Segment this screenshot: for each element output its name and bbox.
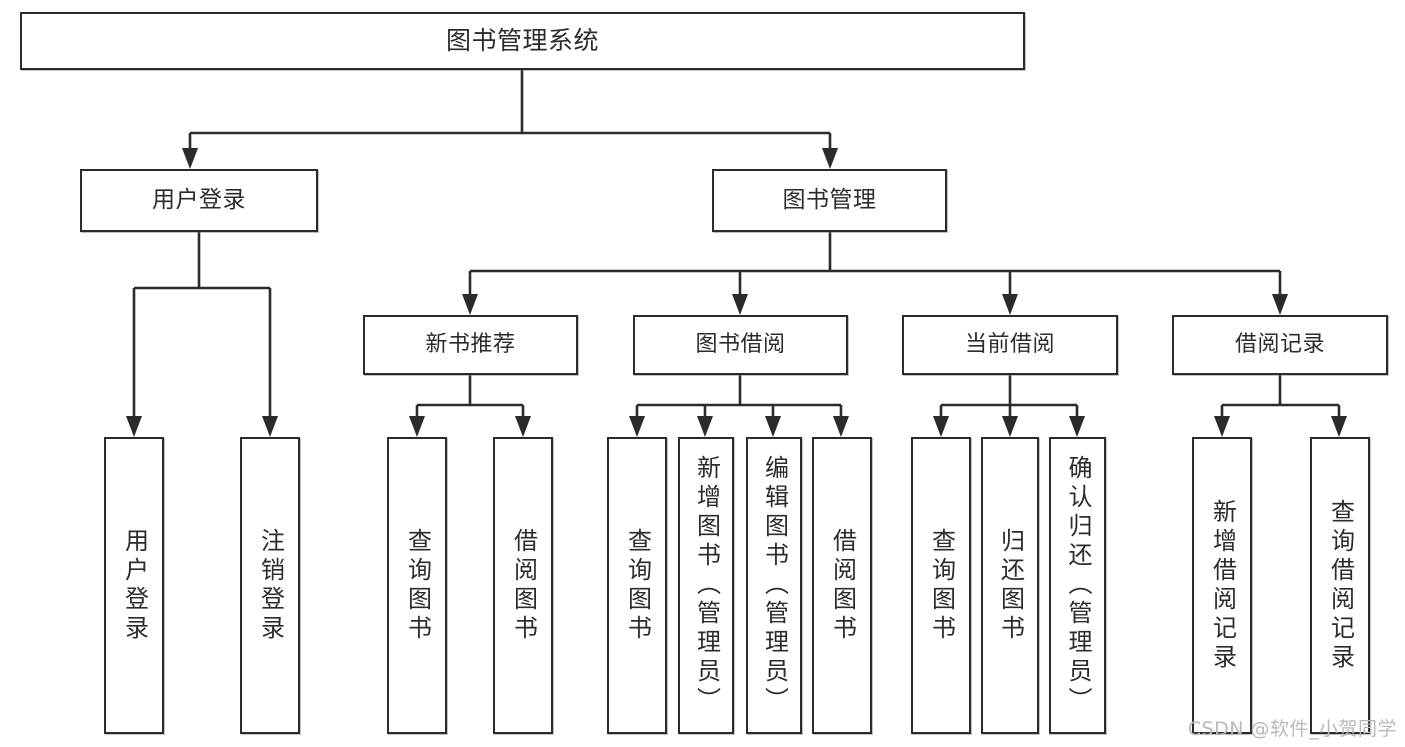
- node-label: 确认归还（管理员）: [1063, 455, 1092, 716]
- node-label: 查询图书: [623, 527, 652, 644]
- node-label: 借阅图书: [828, 527, 857, 644]
- leaf-borrow-book[interactable]: 借阅图书: [812, 437, 872, 734]
- node-current-borrow[interactable]: 当前借阅: [902, 315, 1118, 375]
- leaf-borrow-book-recommend[interactable]: 借阅图书: [493, 437, 553, 734]
- node-user-login[interactable]: 用户登录: [80, 169, 318, 232]
- node-label: 新增借阅记录: [1208, 498, 1237, 673]
- node-label: 图书借阅: [695, 331, 786, 357]
- node-label: 查询图书: [403, 527, 432, 644]
- node-label: 编辑图书（管理员）: [760, 455, 789, 716]
- node-label: 图书管理系统: [445, 26, 599, 56]
- leaf-query-borrow-record[interactable]: 查询借阅记录: [1310, 437, 1370, 734]
- node-label: 借阅图书: [509, 527, 538, 644]
- leaf-add-borrow-record[interactable]: 新增借阅记录: [1192, 437, 1252, 734]
- node-label: 注销登录: [256, 527, 285, 644]
- leaf-logout[interactable]: 注销登录: [240, 437, 300, 734]
- node-label: 用户登录: [120, 527, 149, 644]
- leaf-add-book-admin[interactable]: 新增图书（管理员）: [678, 437, 734, 734]
- node-book-management[interactable]: 图书管理: [712, 169, 947, 232]
- node-book-borrow[interactable]: 图书借阅: [633, 315, 848, 375]
- node-label: 归还图书: [996, 527, 1025, 644]
- csdn-watermark: CSDN @软件_小贺同学: [1187, 718, 1397, 740]
- node-label: 查询借阅记录: [1326, 498, 1355, 673]
- node-label: 借阅记录: [1234, 331, 1325, 357]
- leaf-query-book-current[interactable]: 查询图书: [911, 437, 971, 734]
- leaf-edit-book-admin[interactable]: 编辑图书（管理员）: [746, 437, 802, 734]
- leaf-user-login[interactable]: 用户登录: [104, 437, 164, 734]
- node-label: 新增图书（管理员）: [692, 455, 721, 716]
- leaf-return-book[interactable]: 归还图书: [981, 437, 1039, 734]
- node-label: 新书推荐: [425, 331, 516, 357]
- leaf-confirm-return-admin[interactable]: 确认归还（管理员）: [1049, 437, 1106, 734]
- node-label: 查询图书: [927, 527, 956, 644]
- node-label: 用户登录: [152, 186, 246, 213]
- node-label: 图书管理: [782, 186, 877, 213]
- node-label: 当前借阅: [964, 331, 1055, 357]
- leaf-query-book-recommend[interactable]: 查询图书: [387, 437, 447, 734]
- leaf-query-book-borrow[interactable]: 查询图书: [607, 437, 667, 734]
- node-root-book-management-system[interactable]: 图书管理系统: [20, 12, 1025, 70]
- node-borrow-record[interactable]: 借阅记录: [1172, 315, 1388, 375]
- node-new-book-recommend[interactable]: 新书推荐: [363, 315, 578, 375]
